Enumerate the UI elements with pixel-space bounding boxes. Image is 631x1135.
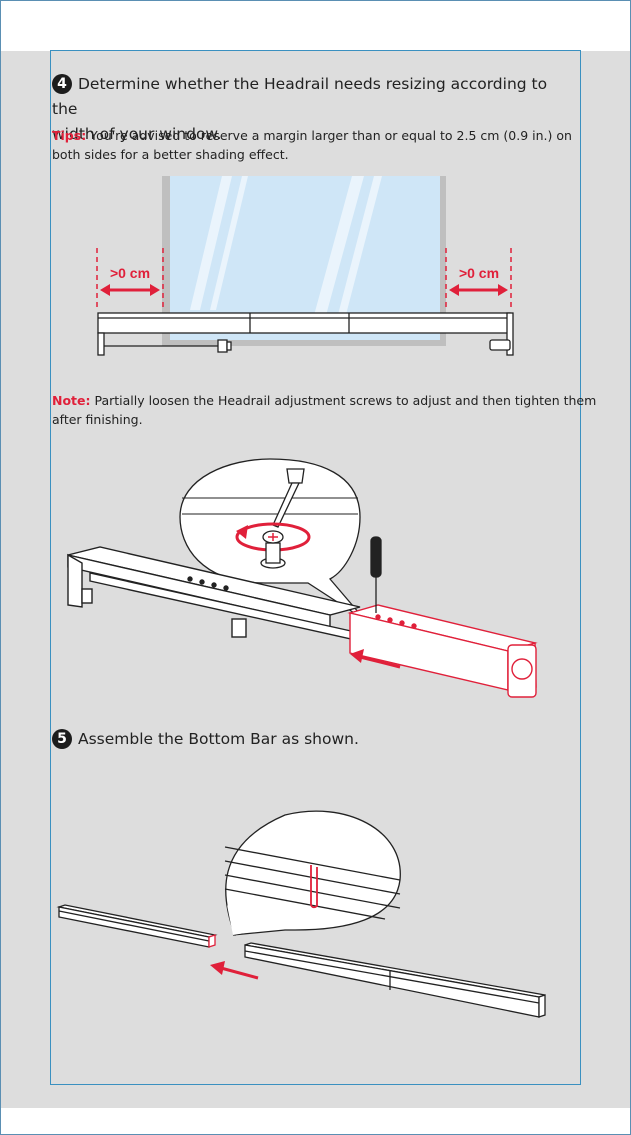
window-headrail-illustration: >0 cm >0 cm: [96, 176, 514, 356]
rotation-arrow-head: [236, 525, 248, 539]
screwdriver-tip: [272, 468, 305, 528]
headrail-extending-section: [347, 604, 538, 698]
glass-reflection: [310, 176, 364, 330]
tips-paragraph: Tips: You're advised to reserve a margin…: [52, 126, 572, 164]
screw-zoom-bubble: [179, 458, 366, 621]
step5-title: 5 Assemble the Bottom Bar as shown.: [52, 727, 572, 752]
note-text-line1: Partially loosen the Headrail adjustment…: [90, 393, 597, 408]
headrail: [97, 312, 514, 356]
step4-number-badge: 4: [52, 74, 72, 94]
note-label: Note:: [52, 393, 91, 408]
note-text-line2: after finishing.: [52, 412, 143, 427]
content-area: [50, 50, 581, 1085]
note-paragraph: Note: Partially loosen the Headrail adju…: [52, 391, 596, 429]
push-direction-arrow: [350, 649, 401, 669]
right-margin-arrow: [449, 284, 508, 296]
joint-detail: [224, 846, 401, 920]
bottom-bar-left-piece: [56, 904, 218, 948]
screwdriver: [370, 536, 382, 613]
step4-title-line2: width of your window.: [52, 125, 222, 143]
tips-label: Tips:: [52, 128, 87, 143]
right-margin-label: >0 cm: [459, 265, 499, 281]
bottom-bar-right-piece: [244, 942, 546, 1018]
adjustment-screw: [260, 530, 286, 569]
joint-detail-red: [310, 865, 318, 909]
glass-reflection: [210, 176, 248, 310]
step5-number-badge: 5: [52, 729, 72, 749]
headrail-black-section: [67, 546, 361, 642]
bottom-bar-assembly-illustration: [56, 810, 546, 1018]
tips-text-line1: You're advised to reserve a margin large…: [86, 128, 572, 143]
left-margin-label: >0 cm: [110, 265, 150, 281]
joint-zoom-bubble: [224, 810, 401, 936]
glass-reflection: [190, 176, 232, 310]
tips-text-line2: both sides for a better shading effect.: [52, 147, 289, 162]
headrail-adjustment-illustration: [67, 458, 538, 698]
glass-reflection: [334, 176, 382, 330]
left-margin-arrow: [100, 284, 160, 296]
step5-title-text: Assemble the Bottom Bar as shown.: [78, 730, 359, 748]
assembly-direction-arrow: [210, 961, 259, 980]
step4-title-line1: Determine whether the Headrail needs res…: [52, 75, 548, 118]
